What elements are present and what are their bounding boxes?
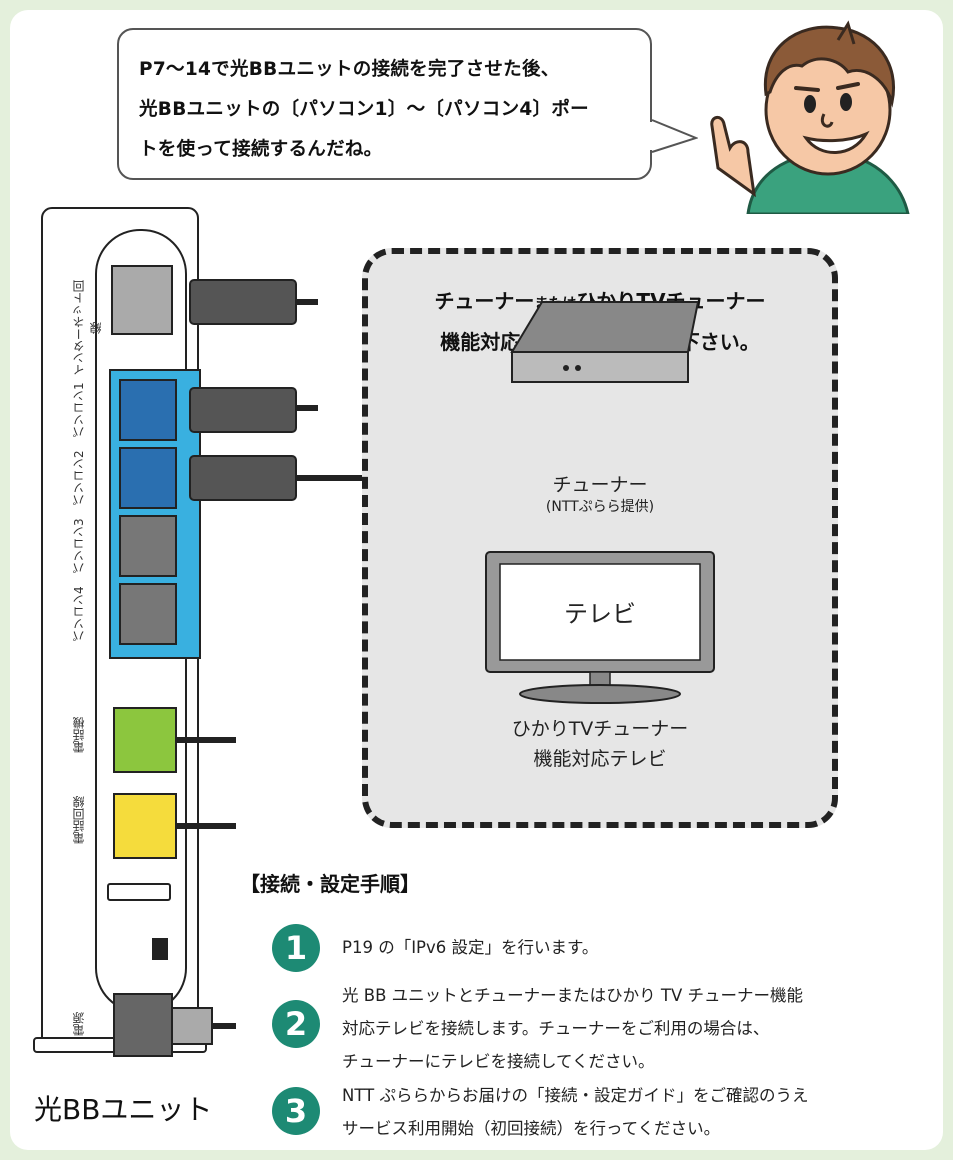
unit-name-label: 光BBユニット [34,1093,213,1126]
port-label-power: 電源 [72,1012,86,1036]
step-1-text: P19 の「IPv6 設定」を行います。 [342,938,599,957]
port-label-internet: インターネット回線 [72,280,103,376]
usb-port [107,883,171,901]
power-plug [171,1007,213,1045]
tuner-device-icon [510,301,698,383]
step-2-text: 光 BB ユニットとチューナーまたはひかり TV チューナー機能 対応テレビを接… [342,986,803,1071]
step-3-text: NTT ぷららからお届けの「接続・設定ガイド」をご確認のうえ サービス利用開始（… [342,1086,809,1138]
speech-text: P7～14で光BBユニットの接続を完了させた後、 光BBユニットの〔パソコン1〕… [139,50,636,170]
port-label-pc4: パソコン4 [72,586,86,642]
speech-line-2: 光BBユニットの〔パソコン1〕～〔パソコン4〕ポー [139,99,589,120]
speech-bubble: P7～14で光BBユニットの接続を完了させた後、 光BBユニットの〔パソコン1〕… [117,28,652,180]
tv-label-line2: 機能対応テレビ [533,748,667,770]
tuner-sublabel: (NTTぷらら提供) [545,499,655,515]
hikari-bb-unit-diagram [33,207,370,1057]
pc1-port [119,379,177,441]
power-port [113,993,173,1057]
port-label-phone: 電話機 [72,717,86,753]
tv-icon [485,551,715,704]
port-label-pc1: パソコン1 [72,382,86,438]
internet-port [111,265,173,335]
pc2-port [119,447,177,509]
step-1-badge: 1 [272,924,320,972]
steps-heading: 【接続・設定手順】 [240,872,420,896]
port-label-pc3: パソコン3 [72,518,86,574]
internet-cable [189,279,297,325]
step-2-badge: 2 [272,1000,320,1048]
speech-bubble-tail [638,119,698,153]
port-label-pc2: パソコン2 [72,450,86,506]
guide-character-illustration [710,20,910,214]
pc2-cable [189,455,297,501]
pc1-cable [189,387,297,433]
tv-screen-text: テレビ [564,600,636,628]
port-label-phone-line: 電話回線 [72,796,86,844]
phone-line-port [113,793,177,859]
tv-label-line1: ひかりTVチューナー [511,718,689,740]
step-3-badge: 3 [272,1087,320,1135]
phone-port [113,707,177,773]
pc4-port [119,583,177,645]
tuner-label: チューナー [552,474,648,496]
speech-line-1: P7～14で光BBユニットの接続を完了させた後、 [139,59,560,80]
speech-line-3: トを使って接続するんだね。 [139,139,383,160]
switch [152,938,168,960]
pc3-port [119,515,177,577]
